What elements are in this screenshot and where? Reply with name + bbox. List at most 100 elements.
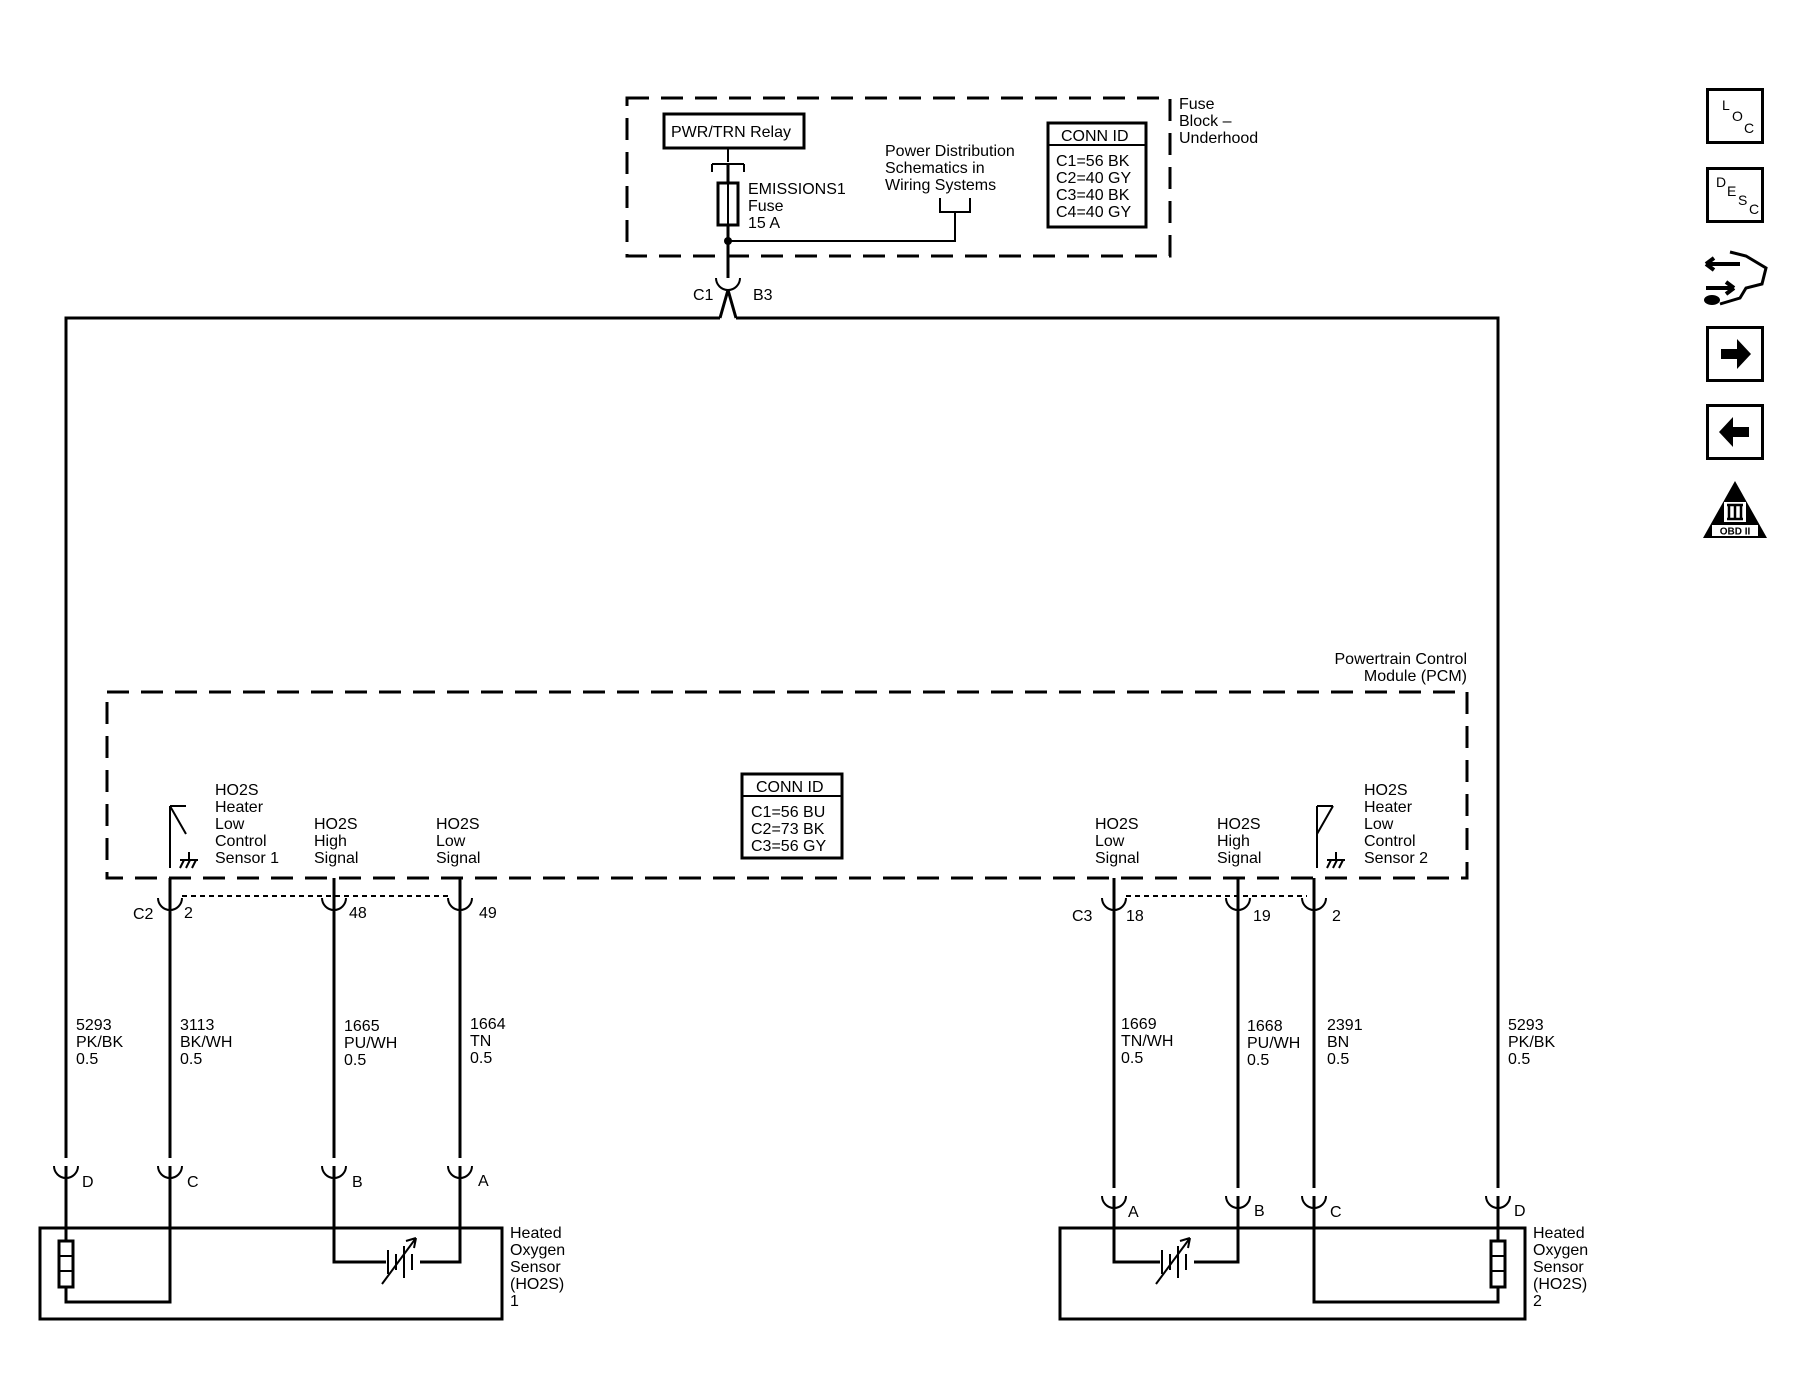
desc-icon-letter: S: [1738, 192, 1748, 208]
pin-letter: A: [478, 1173, 489, 1190]
pin-number: 2: [184, 905, 193, 922]
pcm-conn-id-row: C3=56 GY: [751, 838, 826, 855]
prev-arrow-icon: [1719, 417, 1749, 447]
power-dist-label-3: Wiring Systems: [885, 177, 996, 194]
pcm-left-heater-label: Low: [215, 816, 245, 833]
pcm-conn-id-row: C2=73 BK: [751, 821, 825, 838]
wire-label: 5293: [1508, 1017, 1544, 1034]
pcm-title-1: Powertrain Control: [1335, 651, 1468, 668]
pcm-left-high-label: Signal: [314, 850, 358, 867]
pcm-right-heater-label: Sensor 2: [1364, 850, 1428, 867]
pcm-left-low-label: Signal: [436, 850, 480, 867]
wire-label: 0.5: [1508, 1051, 1530, 1068]
connector-icon: [1704, 250, 1768, 306]
pin-number: 18: [1126, 908, 1144, 925]
pcm-right-heater-label: Control: [1364, 833, 1416, 850]
heater-element-icon: [57, 1239, 75, 1289]
heater-element-icon: [1489, 1239, 1507, 1289]
pcm-outline: [105, 690, 1469, 880]
ground-icon: [179, 852, 198, 869]
fuse-label-2: Fuse: [748, 198, 784, 215]
connector-view-button[interactable]: [1700, 248, 1770, 310]
sensor1-label: (HO2S): [510, 1276, 564, 1293]
fuse-block-conn-id-row: C2=40 GY: [1056, 170, 1131, 187]
pcm-left-low-label: HO2S: [436, 816, 480, 833]
wire-label: 0.5: [180, 1051, 202, 1068]
pin-number: 2: [1332, 908, 1341, 925]
pcm-conn-id-box: [740, 772, 844, 860]
sensor2-outline: [1058, 1226, 1527, 1321]
fuse-block-outline: [625, 96, 1172, 258]
next-page-button[interactable]: [1706, 326, 1764, 382]
pin-letter: D: [82, 1174, 94, 1191]
obd2-icon: OBD II: [1703, 481, 1767, 538]
sensor1-outline: [38, 1226, 504, 1321]
pcm-module: Powertrain Control Module (PCM) CONN ID …: [105, 651, 1469, 880]
pcm-title-2: Module (PCM): [1364, 668, 1467, 685]
wire-label: 0.5: [1247, 1052, 1269, 1069]
pcm-left-heater-label: HO2S: [215, 782, 259, 799]
heated-oxygen-sensor-1: Heated Oxygen Sensor (HO2S) 1: [38, 1166, 565, 1321]
desc-button[interactable]: D E S C: [1706, 167, 1764, 223]
sensor2-label: 2: [1533, 1293, 1542, 1310]
pcm-right-heater-label: Heater: [1364, 799, 1413, 816]
heater-switch-left: [169, 805, 187, 868]
wire-label: 1668: [1247, 1018, 1283, 1035]
pcm-right-low-label: Low: [1095, 833, 1125, 850]
pin-number: 19: [1253, 908, 1271, 925]
fuse-block-underhood: Fuse Block – Underhood PWR/TRN Relay EMI…: [625, 96, 1258, 319]
fuse-label-1: EMISSIONS1: [748, 181, 846, 198]
loc-button[interactable]: L O C: [1706, 88, 1764, 144]
wire-label: 0.5: [76, 1051, 98, 1068]
pcm-left-heater-label: Sensor 1: [215, 850, 279, 867]
sensor1-heater-return: [64, 1166, 172, 1304]
connector-c1-label: C1: [693, 287, 714, 304]
pcm-connector-c3: C3 18 19 2: [1072, 895, 1341, 925]
c3-connector-label: C3: [1072, 908, 1093, 925]
wire-label: 0.5: [344, 1052, 366, 1069]
pin-letter: A: [1128, 1204, 1139, 1221]
connector-split: [718, 289, 738, 319]
wire-label: PU/WH: [344, 1035, 397, 1052]
feed-wire-sensor1-heater: [64, 316, 720, 1158]
desc-icon-letter: E: [1727, 183, 1737, 199]
wire-label: 0.5: [470, 1050, 492, 1067]
feed-wire-sensor2-heater: [736, 316, 1500, 1188]
variable-arrow-icon: [381, 1237, 417, 1285]
obd2-label: OBD II: [1720, 527, 1751, 538]
wire-labels: 5293 PK/BK 0.5 3113 BK/WH 0.5 1665 PU/WH…: [76, 1016, 1555, 1069]
pcm-right-heater-label: Low: [1364, 816, 1394, 833]
fuse-block-conn-id-row: C1=56 BK: [1056, 153, 1130, 170]
wire-label: TN: [470, 1033, 491, 1050]
pcm-left-low-label: Low: [436, 833, 466, 850]
sensor1-label: Oxygen: [510, 1242, 565, 1259]
fuse-block-label-3: Underhood: [1179, 130, 1258, 147]
pcm-right-high-label: Signal: [1217, 850, 1261, 867]
heated-oxygen-sensor-2: Heated Oxygen Sensor (HO2S) 2: [1058, 1196, 1588, 1321]
pin-number: 48: [349, 905, 367, 922]
previous-page-button[interactable]: [1706, 404, 1764, 460]
pcm-right-low-label: HO2S: [1095, 816, 1139, 833]
sensor2-label: Oxygen: [1533, 1242, 1588, 1259]
fuse-label-3: 15 A: [748, 215, 780, 232]
heater-element-segments: [59, 1255, 73, 1272]
pcm-right-low-label: Signal: [1095, 850, 1139, 867]
wire-label: PK/BK: [1508, 1034, 1555, 1051]
fuse-block-label-1: Fuse: [1179, 96, 1215, 113]
connector-b3-label: B3: [753, 287, 773, 304]
wire-label: 2391: [1327, 1017, 1363, 1034]
sensor1-label: Heated: [510, 1225, 562, 1242]
pcm-right-high-label: HO2S: [1217, 816, 1261, 833]
heater-switch-right: [1316, 805, 1334, 868]
sensor2-signal-loop: [1112, 1196, 1240, 1264]
wire-label: 0.5: [1121, 1050, 1143, 1067]
wire-label: TN/WH: [1121, 1033, 1173, 1050]
pin-number: 49: [479, 905, 497, 922]
obd2-button[interactable]: OBD II: [1700, 478, 1770, 540]
loc-icon-letter: C: [1744, 120, 1755, 136]
pin-letter: C: [1330, 1204, 1342, 1221]
fuse-block-conn-id-row: C4=40 GY: [1056, 204, 1131, 221]
pcm-right-high-label: High: [1217, 833, 1250, 850]
wire-label: 1664: [470, 1016, 506, 1033]
